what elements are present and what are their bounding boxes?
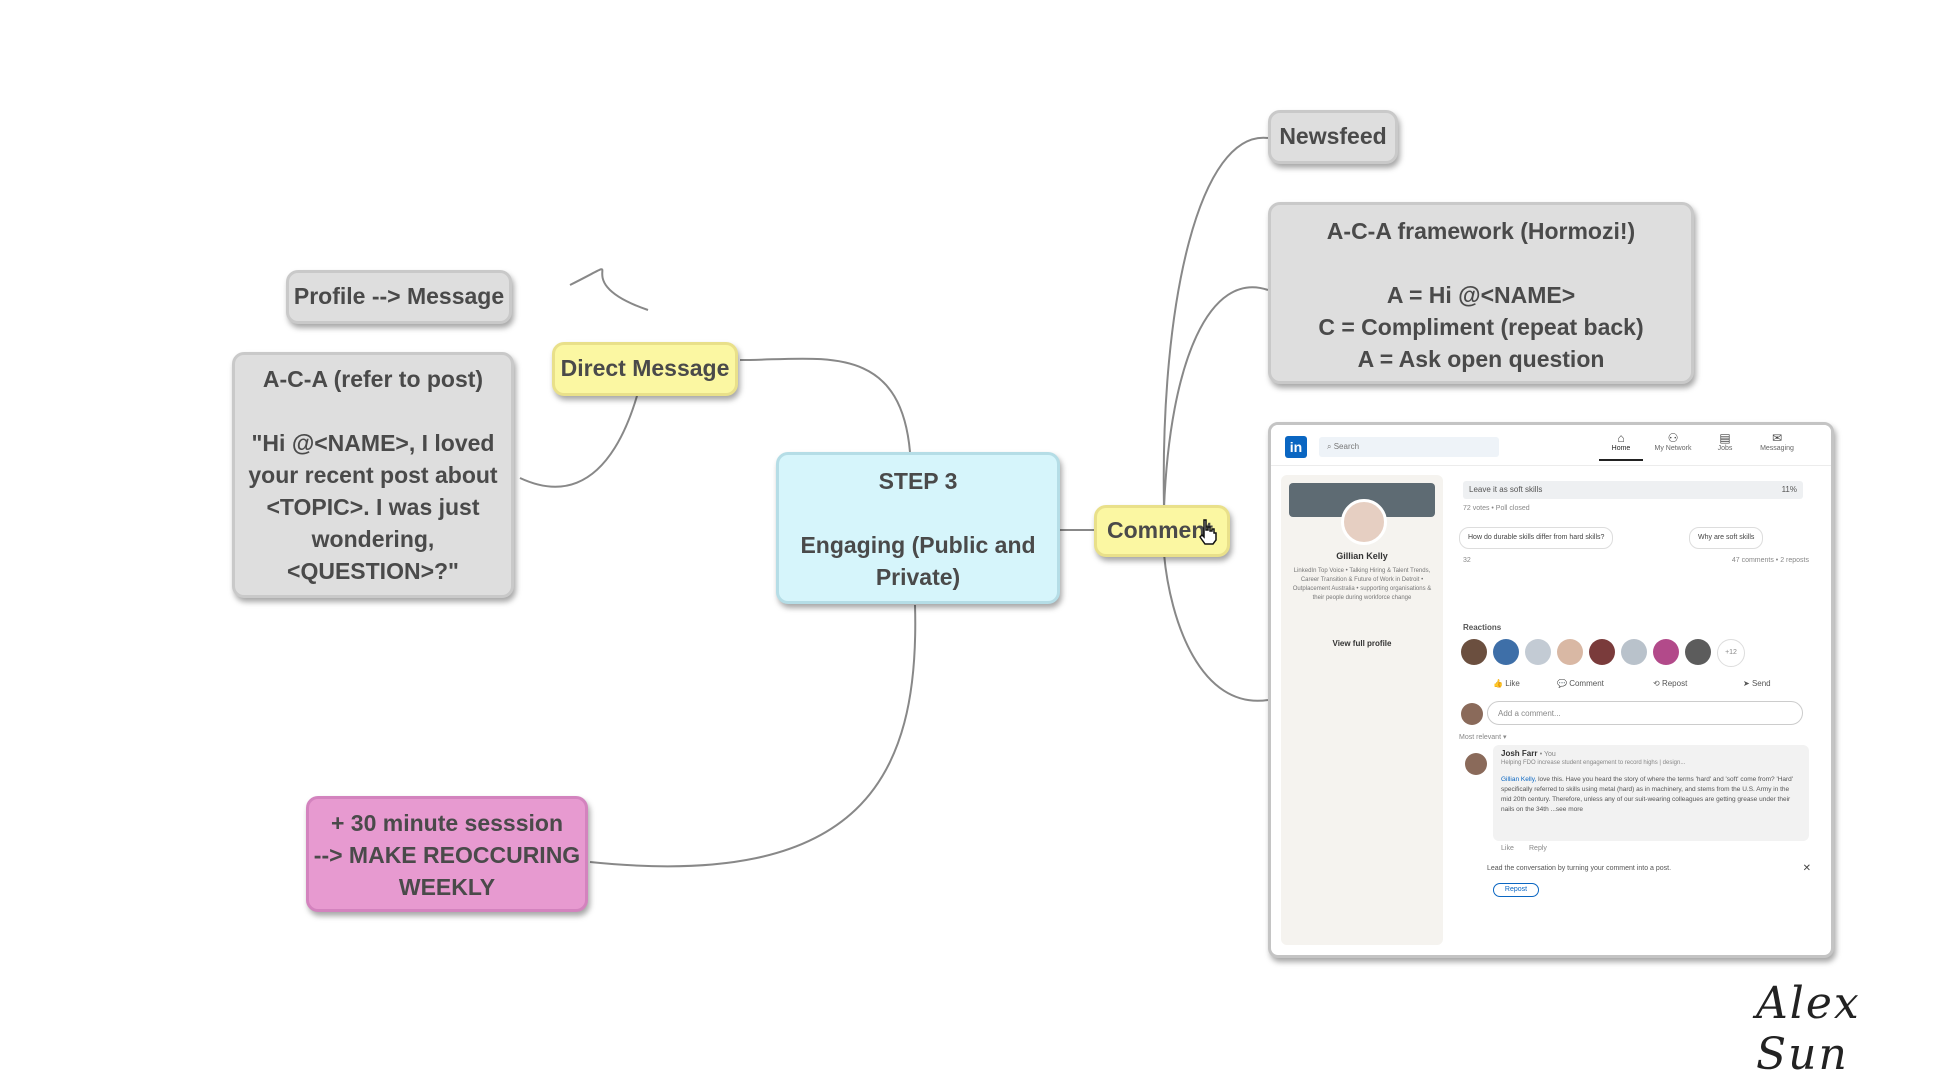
aca-refer-line: <TOPIC>. I was just <box>266 494 480 520</box>
central-step-title: STEP 3 <box>878 468 958 494</box>
poll-percent: 11% <box>1781 485 1797 494</box>
comment-mention[interactable]: Gillian Kelly, <box>1501 776 1537 783</box>
comment-headline: Helping FDO increase student engagement … <box>1501 760 1686 766</box>
add-comment-input[interactable]: Add a comment... <box>1487 701 1803 725</box>
reaction-avatar[interactable] <box>1493 639 1519 665</box>
profile-card: Gillian Kelly LinkedIn Top Voice • Talki… <box>1281 475 1443 945</box>
nav-home[interactable]: ⌂ Home <box>1599 431 1643 461</box>
jobs-icon: ▤ <box>1719 431 1731 445</box>
more-reactions[interactable]: +12 <box>1717 639 1745 667</box>
reaction-avatar[interactable] <box>1653 639 1679 665</box>
reaction-avatar[interactable] <box>1461 639 1487 665</box>
reactions-label: Reactions <box>1463 623 1502 632</box>
repost-label: Repost <box>1661 679 1688 688</box>
nav-messaging-label: Messaging <box>1760 445 1794 452</box>
aca-refer-line: "Hi @<NAME>, I loved <box>251 430 495 456</box>
sort-dropdown[interactable]: Most relevant ▾ <box>1459 734 1507 741</box>
avatar[interactable] <box>1341 499 1387 545</box>
poll-meta: 72 votes • Poll closed <box>1463 505 1530 512</box>
nav-home-label: Home <box>1611 445 1631 452</box>
post-stats[interactable]: 47 comments • 2 reposts <box>1731 557 1809 564</box>
central-line-3: Private) <box>875 564 961 590</box>
aca-refer-line: <QUESTION>?" <box>287 558 459 584</box>
profile-bio: LinkedIn Top Voice • Talking Hiring & Ta… <box>1292 568 1432 601</box>
network-icon: ⚇ <box>1667 431 1679 445</box>
signature-watermark: Alex Sun <box>1756 978 1861 1080</box>
reaction-avatar[interactable] <box>1589 639 1615 665</box>
home-icon: ⌂ <box>1617 431 1625 445</box>
comment-node[interactable]: Comment <box>1094 505 1230 557</box>
repost-button[interactable]: ⟲ Repost <box>1653 679 1688 688</box>
suggestion-chip[interactable]: Why are soft skills <box>1689 527 1764 549</box>
suggestion-chip[interactable]: How do durable skills differ from hard s… <box>1459 527 1614 549</box>
aca-framework-line: A = Ask open question <box>1357 346 1605 372</box>
newsfeed-label: Newsfeed <box>1279 123 1387 149</box>
session-node[interactable]: + 30 minute sesssion --> MAKE REOCCURING… <box>306 796 588 912</box>
comment-author[interactable]: Josh Farr <box>1501 749 1538 758</box>
reaction-avatar[interactable] <box>1557 639 1583 665</box>
linkedin-screenshot: in ⌕ Search ⌂ Home ⚇ My Network ▤ Jobs ✉… <box>1268 422 1834 958</box>
aca-refer-title: A-C-A (refer to post) <box>262 366 484 392</box>
profile-name[interactable]: Gillian Kelly <box>1336 551 1388 561</box>
central-line-2: Engaging (Public and <box>800 532 1036 558</box>
comment-button[interactable]: 💬 Comment <box>1557 679 1604 688</box>
comment-text: Gillian Kelly, love this. Have you heard… <box>1501 775 1801 815</box>
profile-message-node[interactable]: Profile --> Message <box>286 270 512 324</box>
profile-message-label: Profile --> Message <box>293 283 505 309</box>
nav-my-network[interactable]: ⚇ My Network <box>1651 431 1695 452</box>
nav-network-label: My Network <box>1654 445 1692 452</box>
avatar[interactable] <box>1465 753 1487 775</box>
reaction-avatar[interactable] <box>1621 639 1647 665</box>
search-input[interactable]: ⌕ Search <box>1319 437 1499 457</box>
direct-message-label: Direct Message <box>560 355 730 381</box>
comment-card: Josh Farr • You Helping FDO increase stu… <box>1493 745 1809 841</box>
poll-option[interactable]: Leave it as soft skills 11% <box>1463 481 1803 499</box>
close-icon[interactable]: ✕ <box>1802 863 1811 874</box>
direct-message-node[interactable]: Direct Message <box>552 342 738 396</box>
avatar[interactable] <box>1461 703 1483 725</box>
aca-framework-title: A-C-A framework (Hormozi!) <box>1326 218 1636 244</box>
central-node[interactable]: STEP 3 Engaging (Public and Private) <box>776 452 1060 604</box>
nav-messaging[interactable]: ✉ Messaging <box>1755 431 1799 452</box>
tip-repost-button[interactable]: Repost <box>1493 883 1539 897</box>
session-line: --> MAKE REOCCURING <box>313 842 581 868</box>
aca-refer-line: your recent post about <box>248 462 498 488</box>
view-profile-link[interactable]: View full profile <box>1332 639 1392 648</box>
comment-body: love this. Have you heard the story of w… <box>1501 776 1794 813</box>
nav-jobs-label: Jobs <box>1717 445 1733 452</box>
reaction-avatar[interactable] <box>1525 639 1551 665</box>
post-feed: Leave it as soft skills 11% 72 votes • P… <box>1453 475 1819 945</box>
reaction-count[interactable]: 32 <box>1463 557 1471 564</box>
aca-refer-node[interactable]: A-C-A (refer to post) "Hi @<NAME>, I lov… <box>232 352 514 598</box>
repost-tip-text: Lead the conversation by turning your co… <box>1487 865 1672 872</box>
comment-label: Comment <box>1107 517 1214 543</box>
search-placeholder: Search <box>1333 442 1360 451</box>
linkedin-logo[interactable]: in <box>1285 436 1307 458</box>
aca-framework-line: C = Compliment (repeat back) <box>1318 314 1644 340</box>
session-line: WEEKLY <box>398 874 496 900</box>
comment-reply-link[interactable]: Reply <box>1529 845 1547 852</box>
nav-jobs[interactable]: ▤ Jobs <box>1703 431 1747 452</box>
session-line: + 30 minute sesssion <box>330 810 564 836</box>
like-label: Like <box>1505 679 1520 688</box>
aca-refer-line: wondering, <box>311 526 435 552</box>
repost-tip: Lead the conversation by turning your co… <box>1481 861 1811 899</box>
aca-framework-node[interactable]: A-C-A framework (Hormozi!) A = Hi @<NAME… <box>1268 202 1694 384</box>
hand-cursor-icon <box>1199 519 1217 545</box>
messaging-icon: ✉ <box>1771 431 1783 445</box>
aca-framework-line: A = Hi @<NAME> <box>1386 282 1576 308</box>
send-label: Send <box>1751 679 1771 688</box>
reaction-avatar[interactable] <box>1685 639 1711 665</box>
comment-label-small: Comment <box>1569 679 1604 688</box>
comment-like-link[interactable]: Like <box>1501 845 1514 852</box>
comment-you-tag: • You <box>1539 751 1556 758</box>
poll-option-label: Leave it as soft skills <box>1469 485 1543 494</box>
linkedin-topbar: in ⌕ Search ⌂ Home ⚇ My Network ▤ Jobs ✉… <box>1271 425 1831 466</box>
like-button[interactable]: 👍 Like <box>1493 679 1520 688</box>
send-button[interactable]: ➤ Send <box>1743 679 1771 688</box>
newsfeed-node[interactable]: Newsfeed <box>1268 110 1398 164</box>
